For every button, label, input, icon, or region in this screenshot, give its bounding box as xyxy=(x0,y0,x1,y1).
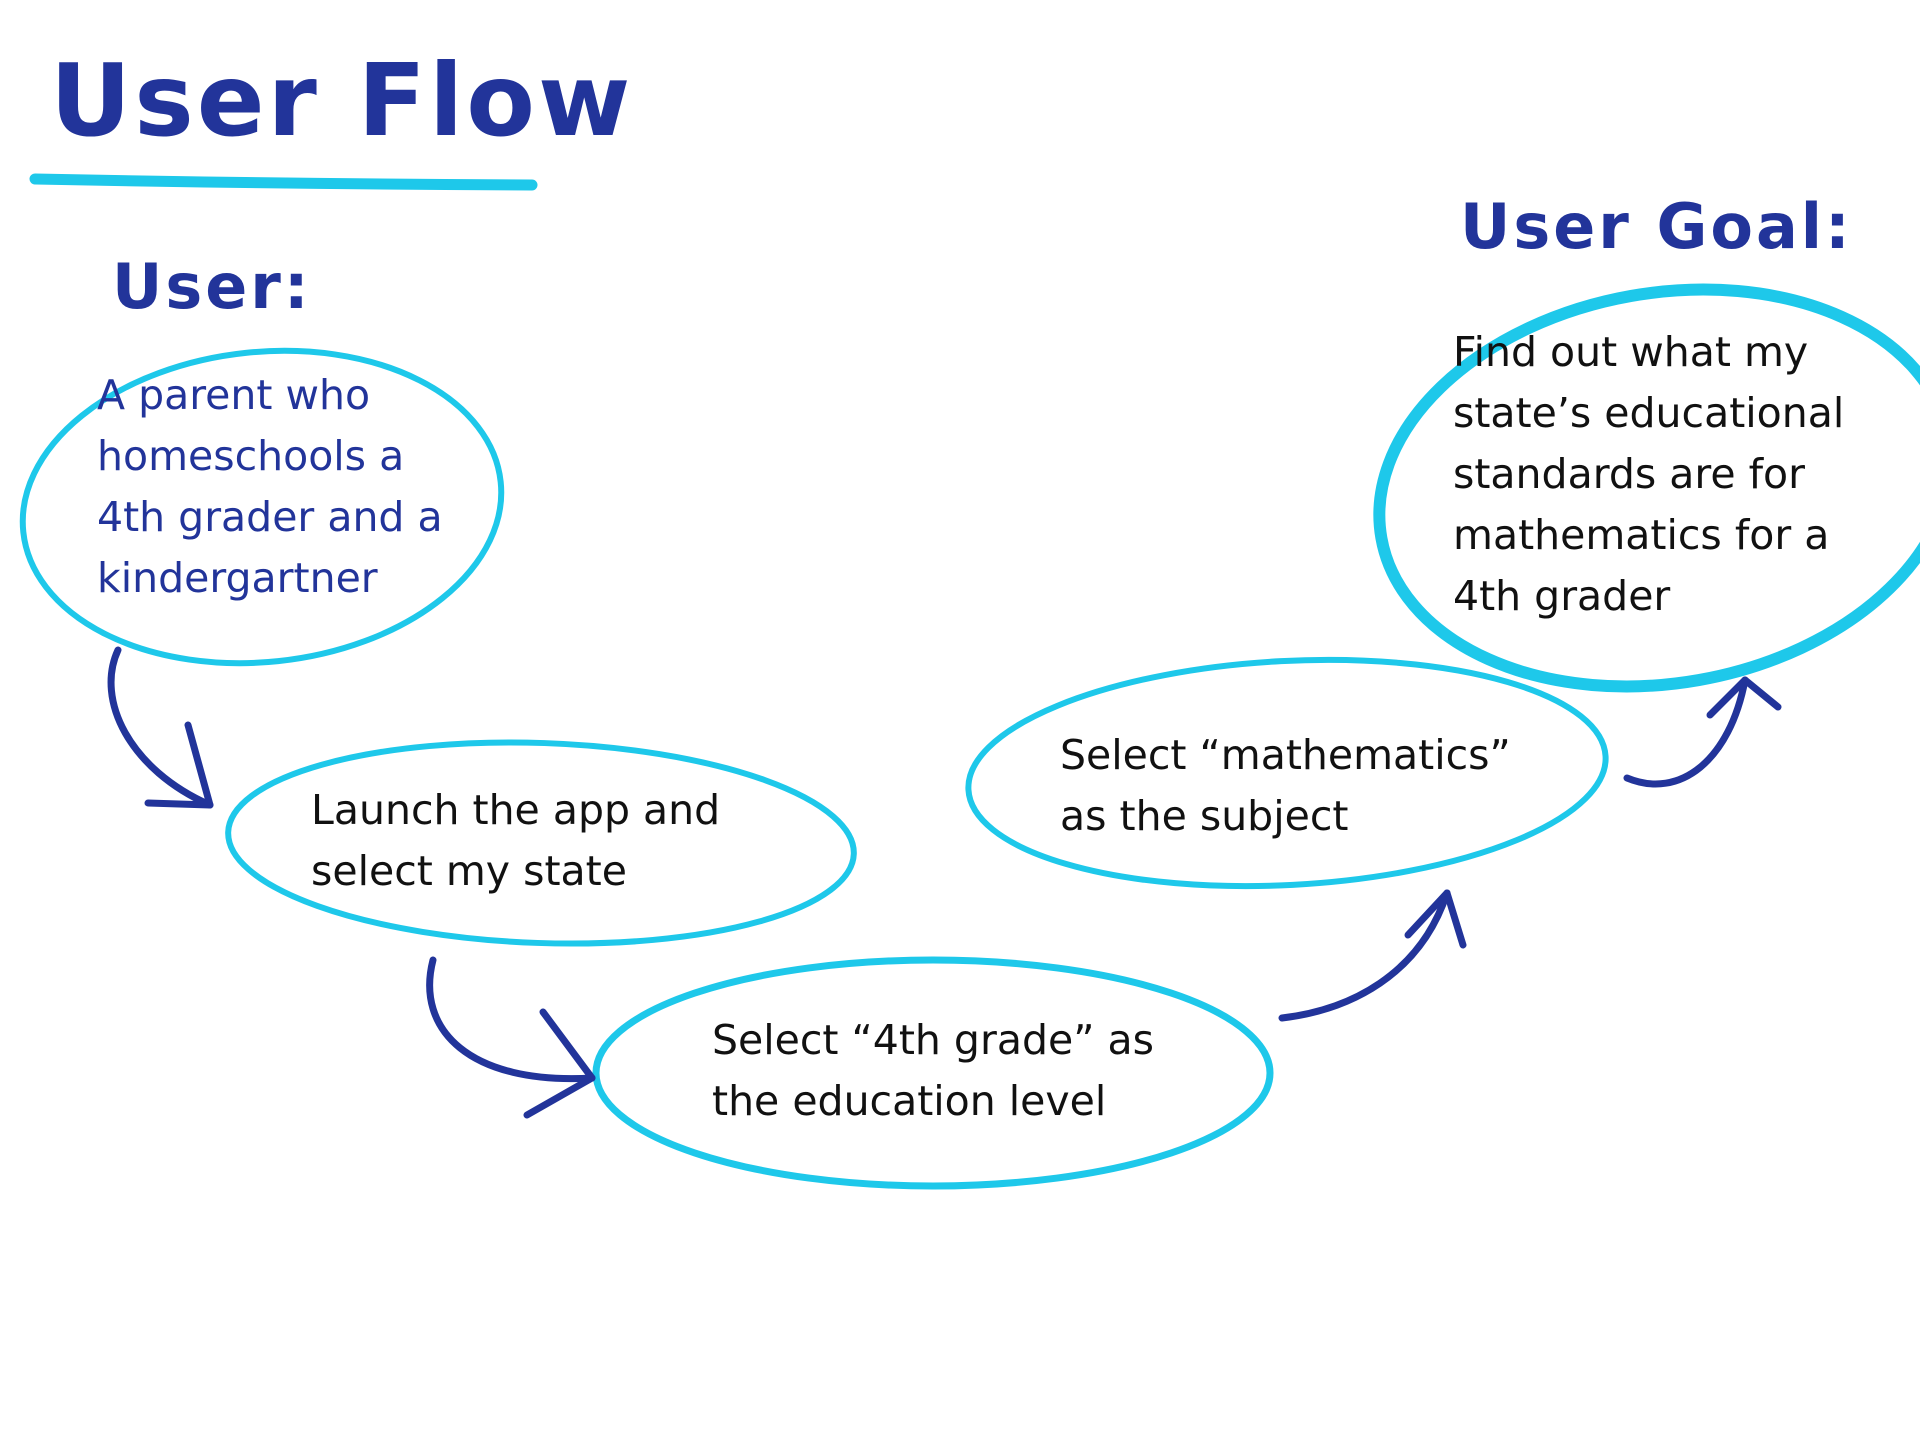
step-2-text: Select “4th grade” as the education leve… xyxy=(712,1010,1154,1132)
user-description: A parent who homeschools a 4th grader an… xyxy=(97,365,443,609)
step-1-text: Launch the app and select my state xyxy=(311,780,720,902)
step-1-ellipse xyxy=(225,739,857,947)
step-2-ellipse xyxy=(592,956,1274,1190)
arrow-step-1-to-step-2 xyxy=(426,956,596,1119)
goal-text: Find out what my state’s educational sta… xyxy=(1453,322,1844,627)
goal-node-ellipse xyxy=(1373,283,1920,693)
step-1-line: select my state xyxy=(311,847,627,895)
goal-line: state’s educational xyxy=(1453,389,1845,437)
step-3-ellipse xyxy=(965,656,1609,890)
step-3-line: as the subject xyxy=(1060,792,1349,840)
goal-line: mathematics for a xyxy=(1453,511,1830,559)
user-label: User: xyxy=(112,250,312,323)
step-2-line: the education level xyxy=(712,1077,1107,1125)
arrow-step-2-to-step-3 xyxy=(1278,889,1467,1022)
step-1-line: Launch the app and xyxy=(311,786,721,834)
user-node-ellipse xyxy=(19,347,505,667)
step-3-text: Select “mathematics” as the subject xyxy=(1060,725,1511,847)
step-3-line: Select “mathematics” xyxy=(1060,731,1511,779)
step-2-line: Select “4th grade” as xyxy=(712,1016,1154,1064)
user-description-line: 4th grader and a xyxy=(97,493,443,541)
arrow-user-to-step-1 xyxy=(107,646,214,809)
user-description-line: kindergartner xyxy=(97,554,378,602)
goal-line: Find out what my xyxy=(1453,328,1809,376)
page-title: User Flow xyxy=(50,42,634,159)
arrow-step-3-to-goal xyxy=(1623,676,1782,788)
user-description-line: homeschools a xyxy=(97,432,405,480)
title-underline xyxy=(29,173,538,191)
user-goal-label: User Goal: xyxy=(1460,190,1853,263)
goal-line: 4th grader xyxy=(1453,572,1671,620)
user-description-line: A parent who xyxy=(97,371,371,419)
goal-line: standards are for xyxy=(1453,450,1805,498)
